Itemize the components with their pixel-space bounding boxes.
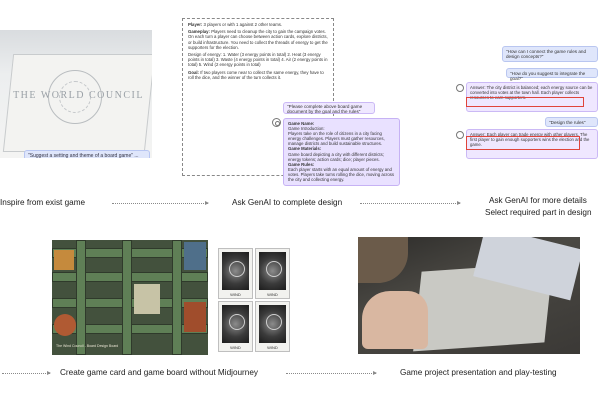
district-art — [134, 284, 160, 314]
arrow-1-icon — [112, 201, 209, 205]
council-seal-icon — [48, 70, 102, 124]
hand — [362, 291, 428, 349]
selected-highlight — [466, 97, 584, 107]
play-testing-photo — [358, 237, 580, 354]
genai-response: Game Name: Game Introduction: Players ta… — [283, 118, 400, 186]
step4-caption: Create game card and game board without … — [60, 368, 258, 377]
genai-prompt-1: "How can I connect the game rules and de… — [502, 46, 598, 62]
doc-paragraph: Gameplay: Players need to cleanup the ci… — [188, 29, 328, 50]
genai-avatar-icon — [272, 118, 281, 127]
genai-prompt-3: "Design the rules" — [545, 117, 598, 127]
district-art — [184, 302, 206, 332]
district-art — [184, 242, 206, 270]
response-line: Game board depicting a city with differe… — [288, 151, 384, 162]
board-game-photo: THE WORLD COUNCIL "Suggest a setting and… — [0, 30, 152, 158]
genai-prompt: "Please complete above board game docume… — [283, 102, 375, 114]
game-card: WIND — [218, 301, 253, 352]
board-credit: The Wind Council - Board Design Board — [56, 344, 119, 348]
district-art — [54, 314, 76, 336]
person — [358, 237, 408, 283]
doc-paragraph: Goal: If two players come near to collec… — [188, 69, 324, 80]
genai-prompt-2: "How do you suggest to integrate the goa… — [506, 68, 598, 81]
step5-caption: Game project presentation and play-testi… — [400, 368, 557, 377]
genai-avatar-icon — [456, 84, 464, 92]
selected-highlight — [466, 136, 580, 150]
step3-caption-line1: Ask GenAI for more details — [489, 196, 587, 205]
game-logo: THE WORLD COUNCIL — [13, 90, 144, 101]
step2-caption: Ask GenAI to complete design — [232, 198, 343, 207]
district-art — [54, 250, 74, 270]
genai-response-2: Answer: Each player can trade energy wit… — [466, 129, 598, 159]
arrow-3-icon — [2, 371, 51, 375]
prompt-bubble: "Suggest a setting and theme of a board … — [24, 150, 150, 158]
step3-caption-line2: Select required part in design — [485, 208, 592, 217]
arrow-2-icon — [360, 201, 461, 205]
game-card: WIND — [255, 248, 290, 299]
game-card: WIND — [218, 248, 253, 299]
response-line: Players take on the role of citizens in … — [288, 131, 385, 147]
response-line: Game Introduction: — [288, 126, 325, 132]
response-line: Game Rules: — [288, 161, 315, 167]
response-line: Game Name: — [288, 121, 315, 126]
response-line: Each player starts with an equal amount … — [288, 166, 395, 183]
arrow-4-icon — [286, 371, 377, 375]
game-board-image: The Wind Council - Board Design Board — [52, 240, 208, 355]
step1-caption: Inspire from exist game — [0, 198, 86, 207]
doc-paragraph: Player: 3 players or with 1 against 2 ot… — [188, 22, 283, 27]
response-line: Game Materials: — [288, 146, 322, 152]
doc-paragraph: Design of energy: 1. Water (3 energy poi… — [188, 52, 328, 68]
game-card: WIND — [255, 301, 290, 352]
genai-avatar-icon — [456, 131, 464, 139]
